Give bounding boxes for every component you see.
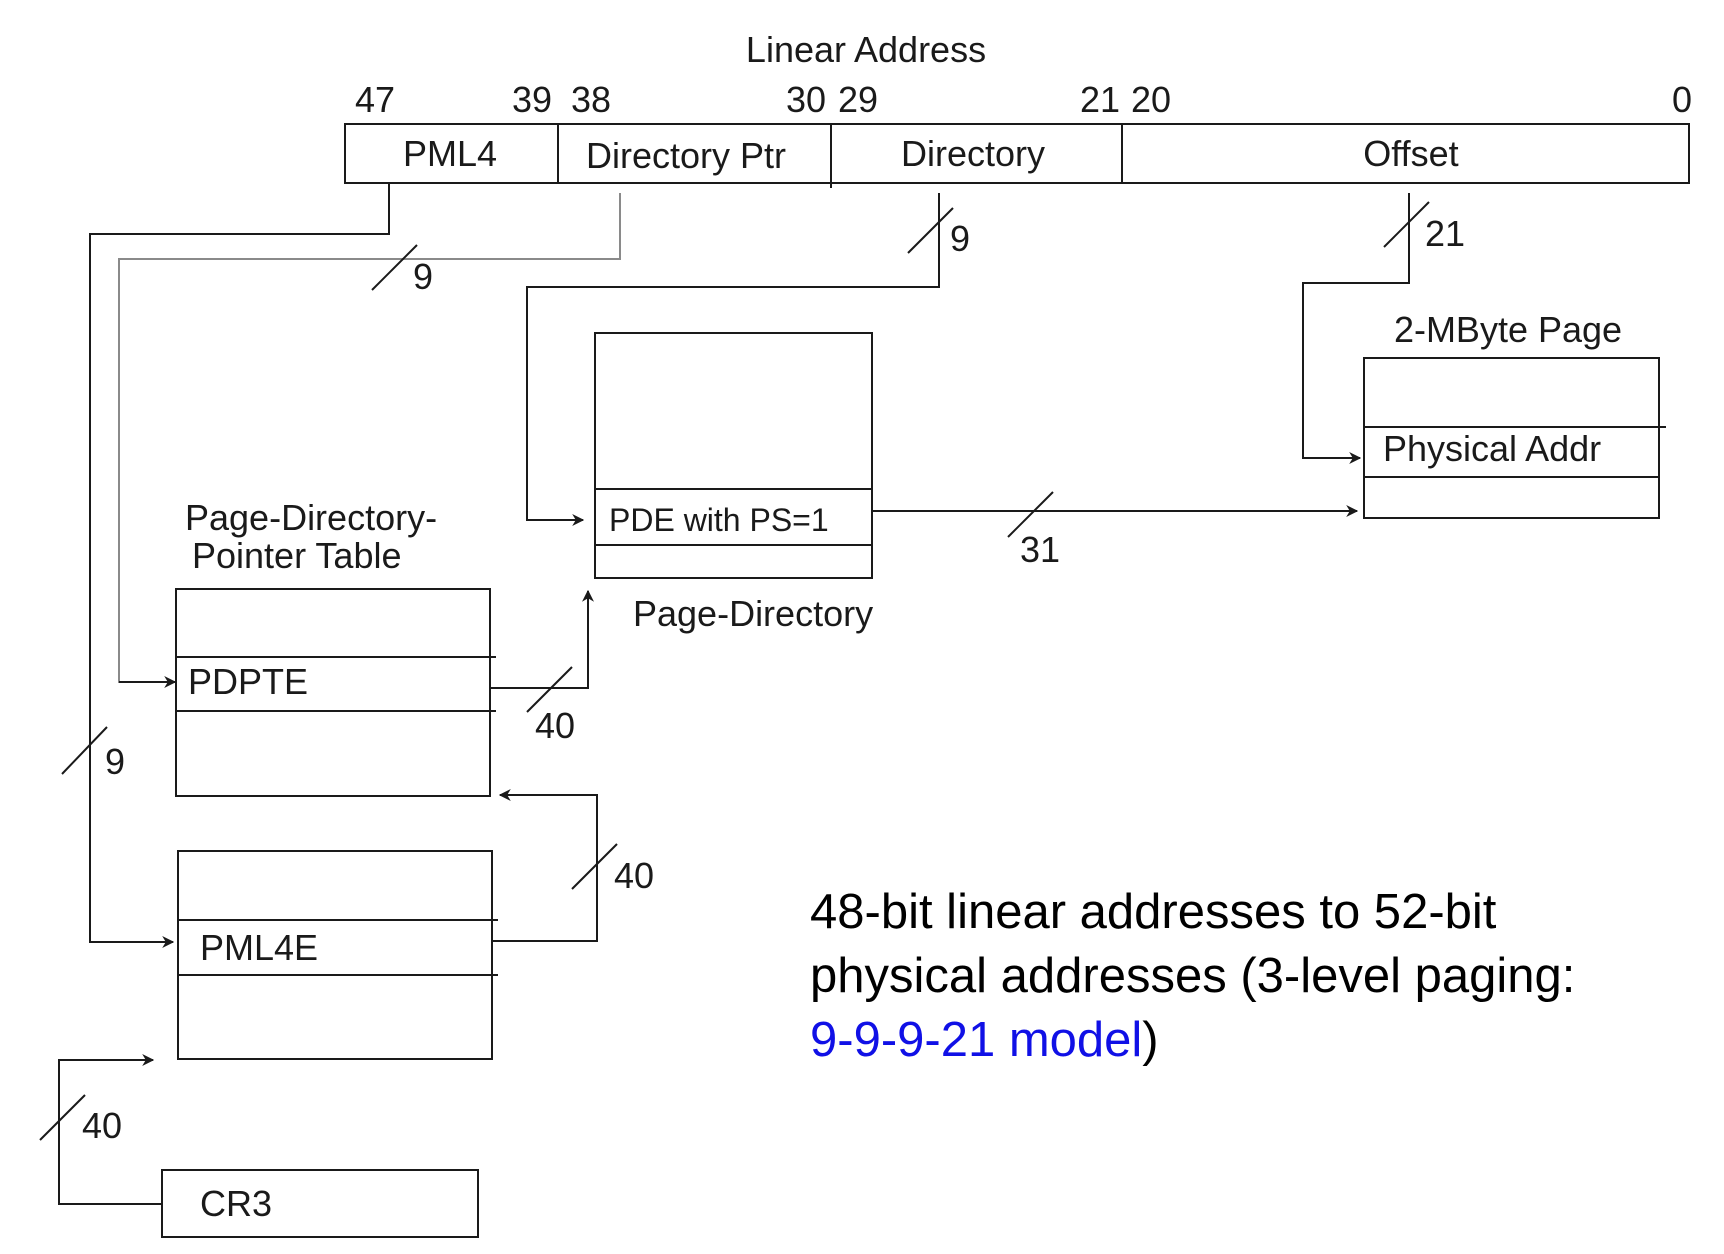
cr3-label: CR3 [200, 1183, 272, 1224]
cr3-width: 40 [82, 1105, 122, 1146]
bit-label-21: 21 [1080, 79, 1120, 120]
pml4-index-width-slash [61, 726, 108, 775]
page-title: 2-MByte Page [1394, 309, 1622, 350]
pml4-index-line [89, 183, 390, 948]
pml4-index-width: 9 [105, 741, 125, 782]
bit-label-20: 20 [1131, 79, 1171, 120]
dir-index-width: 9 [950, 218, 970, 259]
pdpt-title-line-1: Page-Directory- [185, 497, 437, 538]
bit-label-30: 30 [786, 79, 826, 120]
pdpte-width: 40 [535, 705, 575, 746]
dir-index-line [526, 193, 940, 526]
offset-width-slash [1383, 201, 1430, 248]
page-frame [1363, 357, 1660, 519]
pdpt-title-line-2: Pointer Table [192, 535, 401, 576]
cr3-register [161, 1169, 479, 1238]
bit-label-39: 39 [512, 79, 552, 120]
pml4e-label: PML4E [200, 927, 318, 968]
page-directory-title: Page-Directory [633, 593, 873, 634]
linear-address-title: Linear Address [746, 29, 986, 70]
pml4e-width: 40 [614, 855, 654, 896]
cr3-line [58, 1054, 162, 1205]
pml4e-width-slash [571, 843, 618, 890]
caption-text-2: ) [1142, 1013, 1159, 1067]
pde-width-slash [1007, 491, 1054, 538]
pdpt-index-width: 9 [413, 256, 433, 297]
offset-width: 21 [1425, 213, 1465, 254]
pde-label: PDE with PS=1 [609, 502, 829, 538]
pdpt-table [175, 588, 491, 797]
caption-text-1: 48-bit linear addresses to 52-bit physic… [810, 885, 1576, 1003]
dir-index-width-slash [907, 207, 954, 254]
pdpte-line [490, 589, 594, 689]
cr3-width-slash [39, 1094, 86, 1141]
pde-width: 31 [1020, 529, 1060, 570]
field-offset: Offset [1363, 133, 1458, 174]
caption: 48-bit linear addresses to 52-bit physic… [810, 880, 1630, 1072]
field-directory-ptr: Directory Ptr [586, 135, 786, 176]
field-pml4: PML4 [403, 133, 497, 174]
field-directory: Directory [901, 133, 1045, 174]
physical-addr-label: Physical Addr [1383, 428, 1601, 469]
pml4e-line [492, 789, 598, 942]
pml4-table [177, 850, 493, 1060]
bit-label-47: 47 [355, 79, 395, 120]
offset-line [1302, 193, 1410, 464]
pdpte-label: PDPTE [188, 661, 308, 702]
page-directory-table [594, 332, 873, 579]
pdpte-width-slash [526, 666, 573, 713]
bit-label-38: 38 [571, 79, 611, 120]
bit-label-29: 29 [838, 79, 878, 120]
linear-address-register [344, 123, 1690, 184]
caption-model-link[interactable]: 9-9-9-21 model [810, 1013, 1143, 1067]
bit-label-0: 0 [1672, 79, 1692, 120]
pdpt-index-width-slash [371, 244, 418, 291]
